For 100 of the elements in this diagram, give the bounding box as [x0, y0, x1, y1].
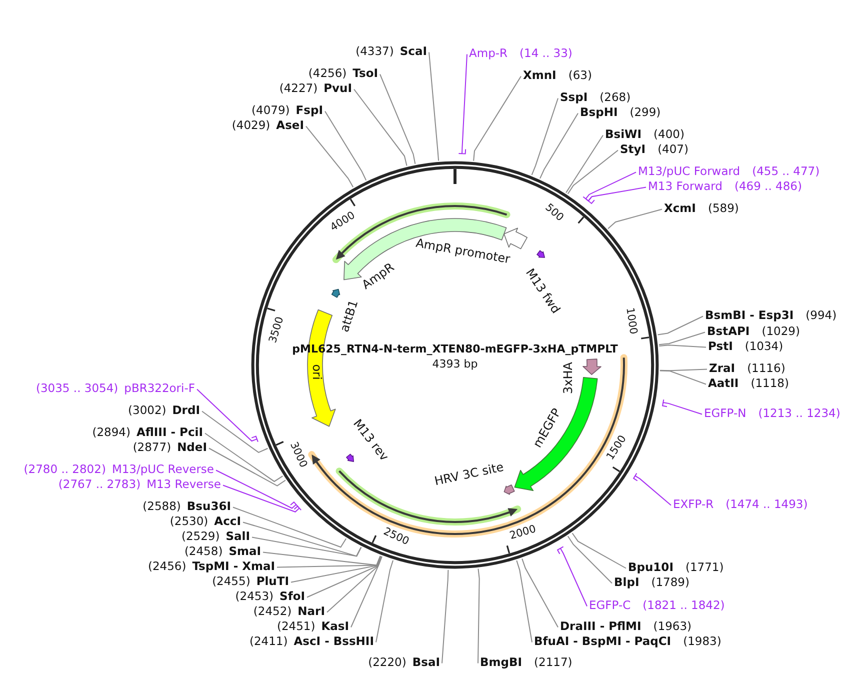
feature-label: attB1 — [337, 298, 361, 334]
enzyme-name: PvuI — [324, 81, 352, 95]
enzyme-name: BsaI — [412, 655, 440, 669]
leader-line — [522, 558, 558, 628]
primer-range: (14 .. 33) — [520, 46, 572, 60]
leader-line — [572, 532, 626, 569]
leader-line — [567, 150, 618, 194]
site-position: (4029) — [232, 118, 270, 132]
site-position: (2529) — [181, 529, 220, 543]
feature-label: HRV 3C site — [433, 460, 505, 488]
enzyme-name: TspMI - XmaI — [192, 559, 275, 573]
site-position: (2456) — [148, 559, 186, 573]
leader-line — [473, 76, 522, 162]
enzyme-name: NarI — [298, 604, 325, 618]
leader-line — [326, 556, 382, 613]
leader-line — [380, 74, 416, 164]
tick-label: 3000 — [287, 441, 308, 470]
feature-label: ori — [310, 364, 324, 380]
primer-range: (1474 .. 1493) — [726, 497, 808, 511]
site-position: (2452) — [253, 604, 292, 618]
enzyme-name: NdeI — [177, 440, 207, 454]
enzyme-name: XcmI — [664, 201, 696, 215]
site-position: (1789) — [651, 575, 690, 589]
tick-label: 2500 — [381, 526, 410, 548]
site-position: (4337) — [356, 44, 394, 58]
leader-line — [202, 410, 268, 454]
enzyme-name: SmaI — [228, 544, 261, 558]
primer-name: M13 Reverse — [146, 477, 221, 491]
enzyme-name: AscI - BssHII — [294, 634, 374, 648]
enzyme-name: BspHI — [580, 105, 618, 119]
leader-line — [252, 536, 362, 557]
leader-line — [242, 522, 362, 557]
leader-line — [586, 186, 646, 204]
enzyme-name: AccI — [214, 514, 241, 528]
site-position: (2451) — [276, 619, 316, 633]
primer-range: (2767 .. 2783) — [58, 477, 141, 491]
site-position: (299) — [630, 105, 661, 119]
enzyme-name: DrdI — [172, 403, 200, 417]
leader-line — [540, 112, 578, 179]
site-position: (4079) — [252, 103, 290, 117]
leader-line — [556, 546, 588, 607]
site-position: (63) — [568, 68, 592, 82]
leader-line — [196, 388, 258, 442]
enzyme-name: PstI — [708, 339, 733, 353]
site-position: (407) — [658, 142, 688, 156]
leader-line — [658, 344, 706, 348]
leader-line — [276, 556, 382, 568]
enzyme-name: BmgBI — [480, 655, 522, 669]
enzyme-name: XmnI — [523, 68, 556, 82]
leader-line — [582, 172, 636, 202]
leader-line — [262, 552, 381, 566]
site-position: (268) — [600, 90, 631, 104]
site-position: (1983) — [683, 634, 722, 648]
primer-name: EGFP-N — [704, 406, 746, 420]
primer-name: M13/pUC Reverse — [112, 462, 214, 476]
enzyme-name: BsmBI - Esp3I — [705, 308, 794, 322]
leader-line — [232, 506, 347, 548]
site-position: (2458) — [184, 544, 223, 558]
enzyme-name: SspI — [560, 90, 588, 104]
site-position: (994) — [806, 308, 837, 322]
primer-range: (2780 .. 2802) — [24, 462, 106, 476]
enzyme-name: SalI — [226, 529, 250, 543]
leader-line — [306, 126, 354, 188]
enzyme-name: SfoI — [280, 589, 305, 603]
site-position: (4227) — [279, 81, 318, 95]
primer-name: Amp-R — [469, 46, 508, 60]
enzyme-name: FspI — [296, 103, 323, 117]
site-position: (2455) — [212, 574, 250, 588]
site-position: (2117) — [534, 655, 572, 669]
leader-line — [531, 98, 558, 176]
leader-line — [658, 332, 706, 346]
leader-line — [216, 470, 299, 509]
enzyme-name: BfuAI - BspMI - PaqCI — [534, 634, 672, 648]
leader-line — [222, 484, 302, 512]
leader-line — [659, 368, 708, 372]
primer-range: (1213 .. 1234) — [758, 406, 840, 420]
site-position: (2220) — [368, 655, 406, 669]
leader-line — [659, 370, 706, 385]
leader-line — [208, 448, 286, 486]
enzyme-name: Bpu10I — [628, 560, 674, 574]
leader-line — [354, 88, 408, 166]
primer-name: EGFP-C — [589, 598, 631, 612]
leader-line — [290, 556, 382, 583]
primer-range: (3035 .. 3054) — [36, 381, 118, 395]
tick-label: 500 — [542, 202, 566, 224]
feature-label: AmpR promoter — [414, 236, 512, 266]
sequence-length: 4393 bp — [432, 358, 478, 370]
leader-line — [458, 54, 468, 154]
leader-line — [376, 560, 394, 643]
enzyme-name: TsoI — [352, 66, 378, 80]
enzyme-name: KasI — [321, 619, 349, 633]
site-position: (2588) — [142, 499, 181, 513]
site-position: (1034) — [744, 339, 784, 353]
leader-line — [516, 560, 532, 643]
site-position: (400) — [654, 127, 684, 141]
leader-line — [204, 432, 284, 482]
site-position: (1029) — [762, 324, 800, 338]
feature-label: 3xHA — [561, 362, 575, 394]
site-position: (589) — [708, 201, 739, 215]
enzyme-name: DraIII - PflMI — [560, 619, 642, 633]
